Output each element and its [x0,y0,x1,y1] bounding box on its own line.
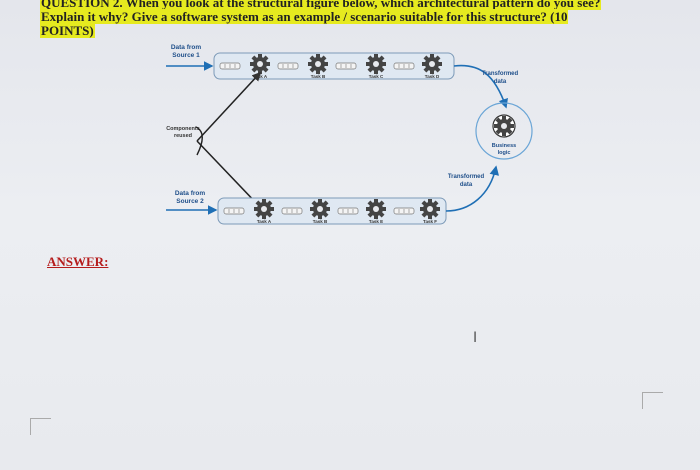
question-line-2: Explain it why? Give a software system a… [40,9,569,24]
filter-gear-icon [254,199,274,219]
pipe-icon [337,207,359,215]
filter-gear-icon [422,54,442,74]
text-cursor-icon: I [473,330,478,346]
brace-shape [195,126,203,156]
pipe-icon [281,207,303,215]
corner-mark [642,392,663,409]
transformed-bottom-line1: Transformed [448,174,485,180]
pipe-icon [277,62,299,70]
business-logic-line1: Business [492,143,516,149]
bottom-output-arrow [445,165,500,212]
reuse-arrow-bottom [196,140,262,209]
components-reused-line1: Components [166,126,200,132]
pipe-icon [393,62,415,70]
transformed-bottom-line2: data [460,182,473,188]
filter-gear-icon [366,199,386,219]
business-logic-ring [475,102,533,160]
pipe-icon [219,62,241,70]
business-logic-line2: logic [498,150,511,156]
question-text: QUESTION 2. When you look at the structu… [40,0,660,38]
reuse-arrow-top [196,71,262,142]
filter-gear-icon [310,199,330,219]
top-task-c: Task C [369,74,384,79]
answer-label: ANSWER: [47,254,109,269]
pipes-and-filters-diagram: Data from Source 1 Task A Task B Task C … [166,44,533,225]
filter-gear-icon [420,199,440,219]
bottom-task-a: Task A [257,219,272,224]
source2-label-line1: Data from [175,190,206,197]
pipe-icon [393,207,415,215]
source2-label-line2: Source 2 [176,198,204,205]
filter-gear-icon [250,54,270,74]
bottom-task-e: Task E [369,219,383,224]
pipe-icon [335,62,357,70]
filter-gear-icon [366,54,386,74]
pipe-icon [223,207,245,215]
transformed-top-line2: data [494,79,507,85]
bottom-task-b: Task B [313,219,328,224]
top-task-d: Task D [425,74,440,79]
corner-mark [30,418,51,435]
bottom-task-f: Task F [423,219,437,224]
source1-label-line2: Source 1 [172,52,200,59]
transformed-top-line1: Transformed [482,71,519,77]
top-task-b: Task B [311,74,326,79]
top-output-arrow [453,64,508,109]
source1-label-line1: Data from [171,44,202,51]
question-line-3: POINTS) [40,23,95,38]
filter-gear-icon [308,54,328,74]
components-reused-line2: reused [174,133,192,139]
question-line-1: QUESTION 2. When you look at the structu… [40,0,602,10]
business-gear-icon [494,116,514,136]
